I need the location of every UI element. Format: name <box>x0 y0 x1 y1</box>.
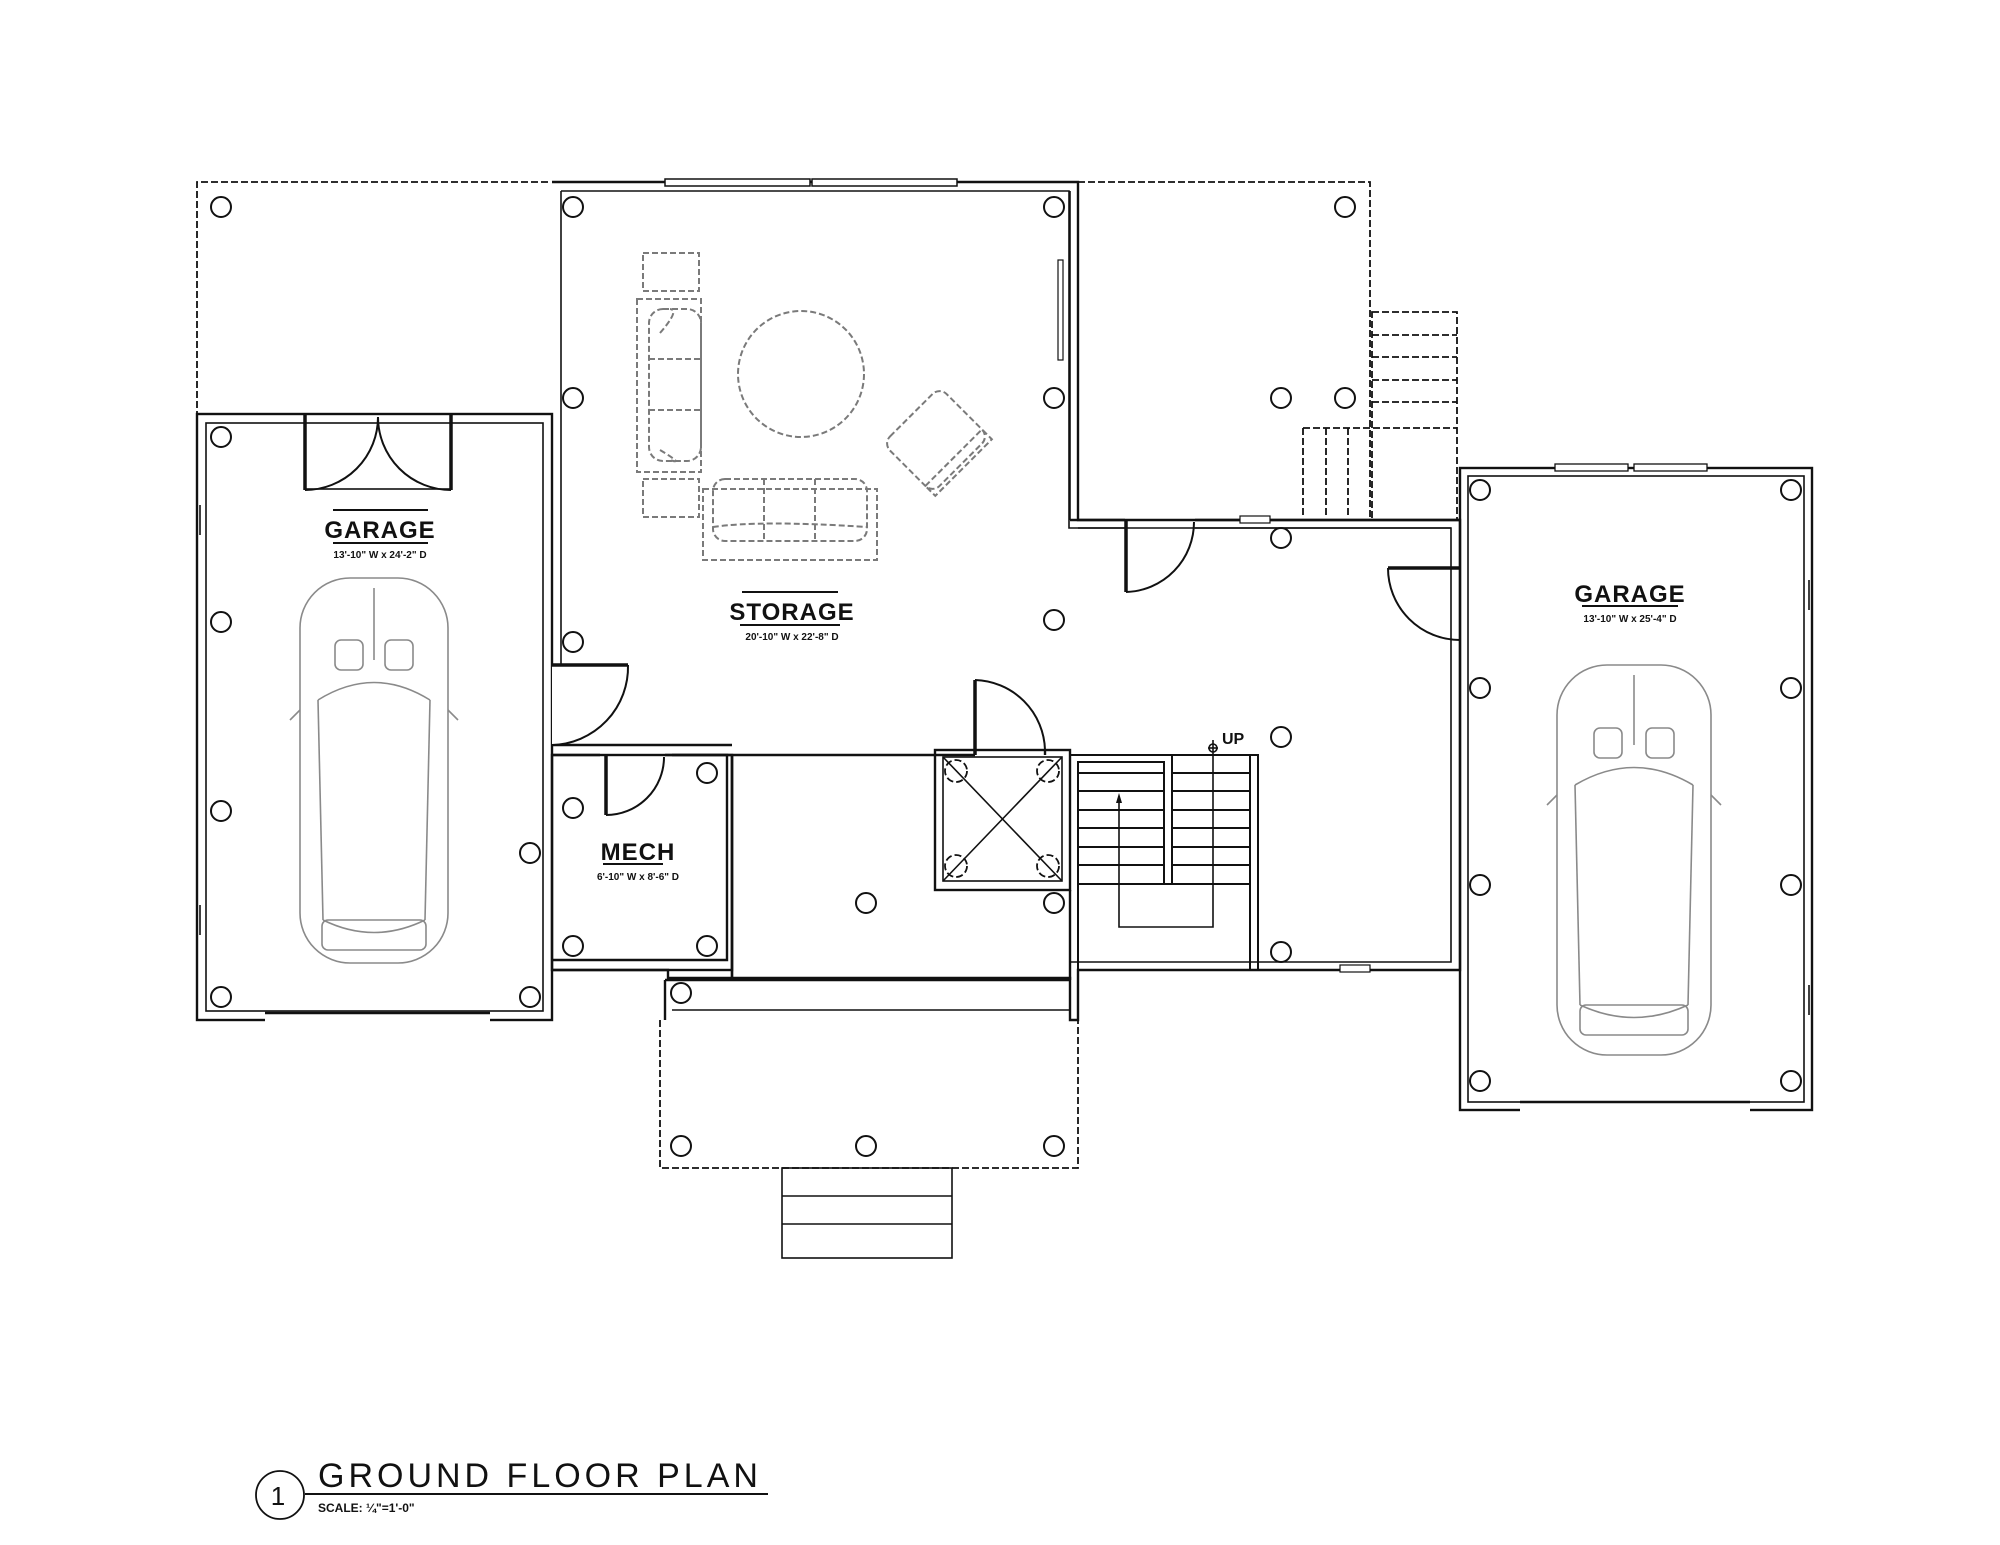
side-table-top <box>642 252 700 292</box>
windows-top <box>664 178 1371 973</box>
main-house-walls <box>550 180 1462 1022</box>
room-label-garage-left: GARAGE 13'-10" W x 24'-2" D <box>324 509 435 561</box>
room-name: MECH <box>601 839 676 866</box>
car-right <box>1546 664 1722 1056</box>
elevator-shaft <box>933 748 1072 892</box>
covered-porch-top-right <box>1078 181 1371 520</box>
room-dimensions: 6'-10" W x 8'-6" D <box>597 872 679 883</box>
drawing-title-block: 1 GROUND FLOOR PLAN SCALE: ¼"=1'-0" <box>255 1457 768 1520</box>
door-elevator-hall <box>973 679 1047 755</box>
armchair <box>886 390 994 498</box>
door-garage-right <box>1387 566 1461 641</box>
interior-stair: UP <box>1070 731 1259 970</box>
door-storage-left <box>551 663 630 746</box>
room-label-storage: STORAGE 20'-10" W x 22'-8" D <box>729 591 854 643</box>
sofa-bottom <box>702 478 878 561</box>
room-name: GARAGE <box>1574 581 1685 608</box>
room-dimensions: 13'-10" W x 25'-4" D <box>1583 614 1676 625</box>
door-mech <box>604 755 665 816</box>
drawing-number-bubble <box>255 1470 305 1520</box>
side-table-bottom <box>642 478 700 518</box>
car-left <box>289 577 459 964</box>
drawing-number: 1 <box>271 1481 289 1511</box>
structural-columns <box>210 196 1802 1157</box>
round-table <box>737 310 865 438</box>
sofa-left <box>636 298 702 473</box>
exterior-stair-right <box>1302 311 1458 521</box>
room-dimensions: 13'-10" W x 24'-2" D <box>333 550 426 561</box>
room-label-mech: MECH 6'-10" W x 8'-6" D <box>597 839 679 883</box>
door-top-right-room <box>1124 520 1195 593</box>
garage-left-walls <box>195 412 554 1023</box>
garage-right-walls <box>1458 463 1814 1113</box>
room-name: GARAGE <box>324 517 435 544</box>
room-dimensions: 20'-10" W x 22'-8" D <box>745 632 838 643</box>
stair-up-label: UP <box>1222 731 1245 748</box>
room-name: STORAGE <box>729 599 854 626</box>
exterior-stair-front <box>781 1167 953 1259</box>
covered-porch-top-left <box>196 181 548 415</box>
drawing-title: GROUND FLOOR PLAN <box>318 1457 762 1495</box>
garage-left-double-door <box>303 413 453 491</box>
drawing-scale: SCALE: ¼"=1'-0" <box>318 1501 415 1515</box>
room-label-garage-right: GARAGE 13'-10" W x 25'-4" D <box>1574 581 1685 625</box>
storage-furniture <box>636 252 994 561</box>
